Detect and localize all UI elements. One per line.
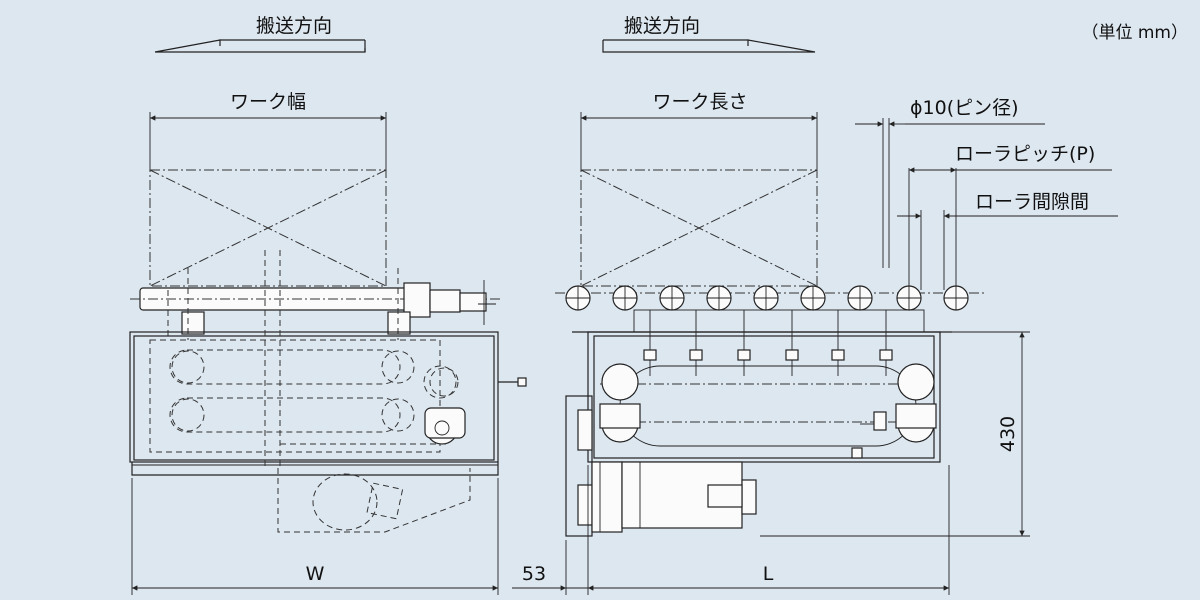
pin-label: ϕ10(ピン径)	[910, 97, 1019, 119]
left-view: 搬送方向 ワーク幅	[129, 15, 527, 595]
work-length-dimension: ワーク長さ	[580, 91, 818, 170]
roller	[659, 285, 685, 311]
roller-row	[555, 285, 985, 333]
direction-arrow-left: 搬送方向	[154, 15, 366, 53]
roller	[706, 285, 732, 311]
work-width-dimension: ワーク幅	[149, 91, 387, 170]
gap-label: ローラ間隙間	[975, 191, 1089, 213]
height-dimension: 430	[760, 331, 1030, 537]
width-dimension: W	[131, 478, 499, 595]
width-dim-label: W	[306, 563, 325, 585]
frame-left	[129, 250, 527, 476]
roller-left-top	[130, 268, 500, 340]
right-view: 搬送方向 ワーク長さ ϕ10(ピン径) ローラピッチ(	[512, 15, 1118, 595]
direction-arrow-right: 搬送方向	[602, 15, 816, 53]
work-outline-right	[580, 169, 818, 287]
roller	[896, 285, 922, 311]
length-dim-label: L	[763, 563, 774, 585]
frame-right	[572, 310, 952, 463]
roller	[847, 285, 873, 311]
pitch-dimension: ローラピッチ(P)	[908, 143, 1112, 290]
direction-label-left: 搬送方向	[256, 15, 332, 37]
unit-label: （単位 mm）	[1081, 23, 1188, 43]
roller	[753, 285, 779, 311]
work-outline-left	[149, 169, 387, 287]
pitch-label: ローラピッチ(P)	[955, 143, 1095, 165]
roller	[612, 285, 638, 311]
work-width-label: ワーク幅	[230, 91, 306, 113]
offset-dim-label: 53	[522, 563, 546, 585]
work-length-label: ワーク長さ	[652, 91, 747, 113]
direction-label-right: 搬送方向	[624, 15, 700, 37]
roller	[565, 285, 591, 311]
roller	[800, 285, 826, 311]
motor-left	[277, 443, 471, 533]
bottom-dimensions: 53 L	[512, 465, 950, 595]
roller	[943, 285, 969, 311]
height-dim-label: 430	[997, 416, 1019, 452]
pin-diameter-dimension: ϕ10(ピン径)	[855, 97, 1045, 268]
motor-right	[565, 395, 757, 537]
gap-dimension: ローラ間隙間	[897, 191, 1118, 290]
